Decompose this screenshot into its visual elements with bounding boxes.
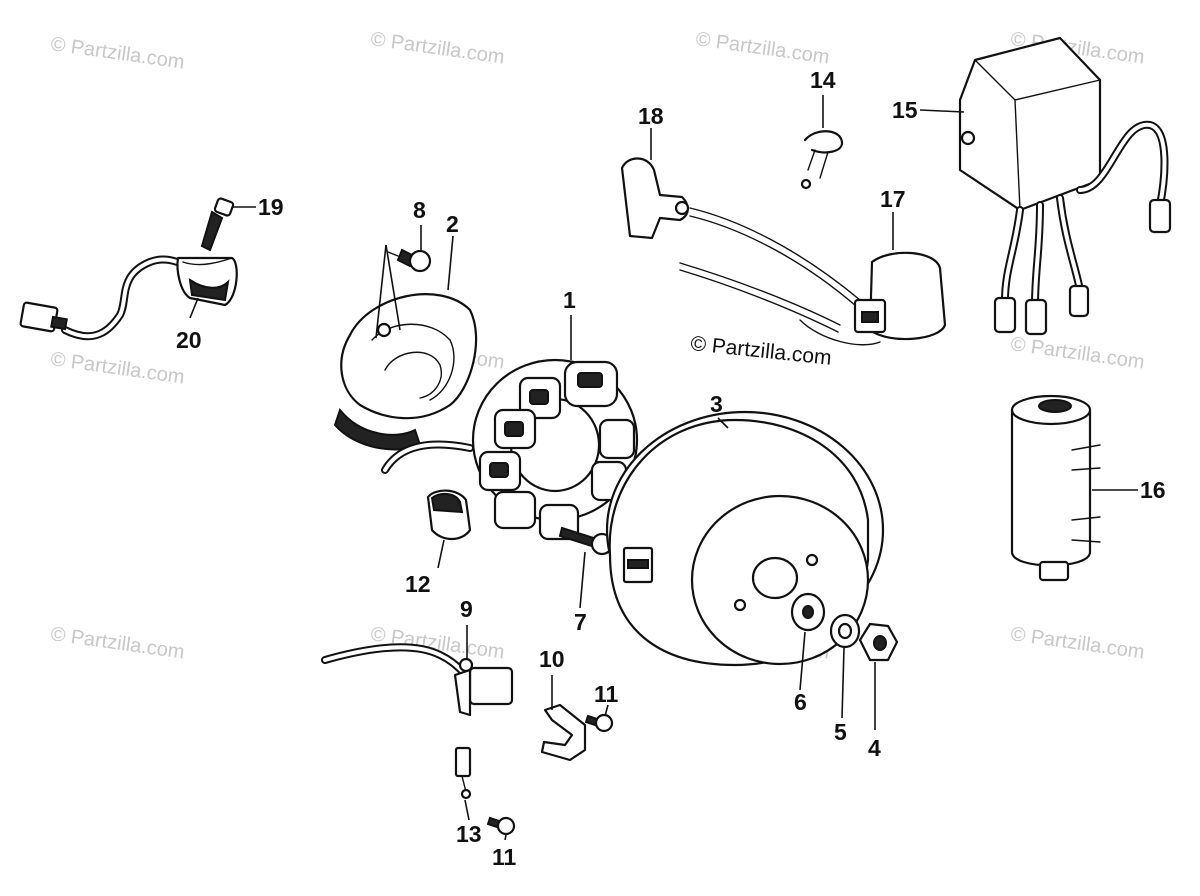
part-5-lock-washer: [829, 613, 861, 649]
callout-11b: 11: [492, 844, 517, 870]
callout-19: 19: [258, 194, 284, 220]
callout-1: 1: [563, 287, 576, 313]
callouts: 1 2 3 4 5 6 7 8 9 10 11 11 12 13 14 15 1…: [176, 67, 1166, 870]
watermark: © Partzilla.com: [1009, 333, 1146, 374]
callout-5: 5: [834, 719, 847, 745]
watermark: © Partzilla.com: [49, 623, 186, 664]
part-8-screw: [387, 248, 432, 273]
callout-9: 9: [460, 596, 473, 622]
leader-lines: [189, 95, 1138, 841]
callout-11a: 11: [594, 681, 619, 707]
callout-20: 20: [176, 327, 202, 353]
part-12-pad: [426, 489, 472, 541]
center-watermark: © Partzilla.com: [689, 332, 832, 370]
part-14-clip: [800, 130, 844, 190]
callout-13: 13: [456, 821, 482, 847]
part-4-nut: [858, 622, 899, 662]
callout-8: 8: [413, 197, 426, 223]
watermark: © Partzilla.com: [49, 33, 186, 74]
callout-6: 6: [794, 689, 807, 715]
callout-12: 12: [405, 571, 431, 597]
part-15-cdi-box: [958, 36, 1172, 336]
callout-2: 2: [446, 211, 459, 237]
part-20-sensor: [19, 255, 238, 341]
part-9-pickup: [321, 643, 514, 717]
callout-4: 4: [868, 735, 881, 761]
part-1-stator: [471, 358, 639, 541]
callout-7: 7: [574, 609, 587, 635]
part-7-screw: [558, 526, 614, 556]
callout-3: 3: [710, 391, 723, 417]
part-10-bracket: [540, 703, 587, 762]
callout-17: 17: [880, 186, 906, 212]
callout-15: 15: [892, 97, 918, 123]
stator-wire: [381, 440, 474, 474]
part-16-capacitor: [1010, 394, 1101, 582]
part-19-screw: [200, 197, 235, 252]
callout-16: 16: [1140, 477, 1166, 503]
callout-18: 18: [638, 103, 664, 129]
watermark: © Partzilla.com: [1009, 623, 1146, 664]
part-18-plug-cap: [620, 157, 861, 307]
watermark: © Partzilla.com: [369, 28, 506, 69]
part-11-screw-b: [486, 816, 516, 836]
part-13-terminal: [454, 746, 472, 800]
part-6-washer: [790, 592, 826, 632]
callout-10: 10: [539, 646, 565, 672]
watermark: © Partzilla.com: [694, 28, 831, 69]
watermark: © Partzilla.com: [49, 348, 186, 389]
part-2-stator-plate: [333, 293, 478, 451]
callout-14: 14: [810, 67, 836, 93]
part-11-screw-a: [584, 713, 614, 733]
part-17-ignition-coil: [679, 251, 947, 346]
